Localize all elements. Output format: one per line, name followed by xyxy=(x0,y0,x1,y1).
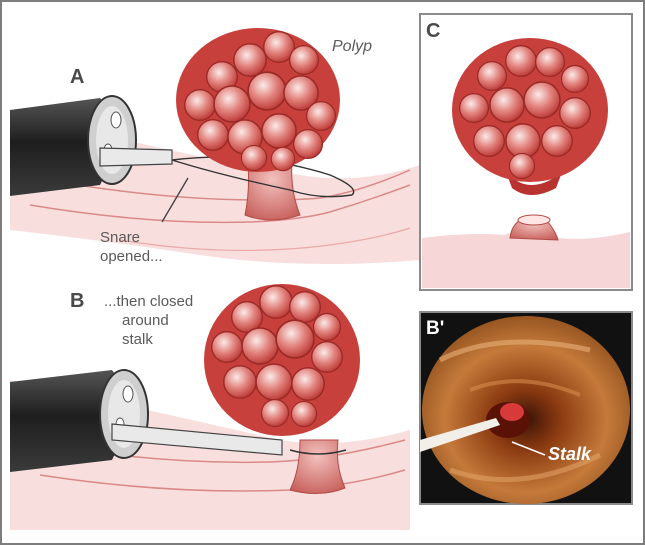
panel-a-stalk xyxy=(244,161,301,221)
panel-b-prime-label: B' xyxy=(426,318,445,339)
panel-b-closed-snare xyxy=(289,449,347,455)
panel-b-artwork xyxy=(10,284,410,530)
panel-c-label: C xyxy=(426,20,441,42)
panel-c-artwork xyxy=(419,13,633,291)
panel-a-label: A xyxy=(70,66,85,88)
snare-opened-label: Snare opened... xyxy=(100,228,163,266)
panel-a-artwork xyxy=(10,28,420,264)
snare-opened-line-1: Snare xyxy=(100,229,141,246)
panel-a-polyp xyxy=(176,28,340,172)
then-closed-line-1: ...then closed xyxy=(104,293,194,310)
stalk-label: Stalk xyxy=(548,444,592,464)
snare-opened-line-2: opened... xyxy=(100,248,163,265)
panel-a-endoscope xyxy=(10,95,173,196)
panel-b-polyp xyxy=(204,284,360,436)
b-prime-snare-tube xyxy=(420,418,500,452)
polyp-label: Polyp xyxy=(332,38,373,55)
panel-c-polyp xyxy=(452,38,608,182)
panel-b-endoscope xyxy=(10,369,283,472)
panel-b-label: B xyxy=(70,290,85,312)
then-closed-label: ...then closed around stalk xyxy=(104,292,193,349)
panel-b-prime-photo xyxy=(419,311,633,505)
then-closed-line-2: around xyxy=(122,312,169,329)
then-closed-line-3: stalk xyxy=(122,331,153,348)
